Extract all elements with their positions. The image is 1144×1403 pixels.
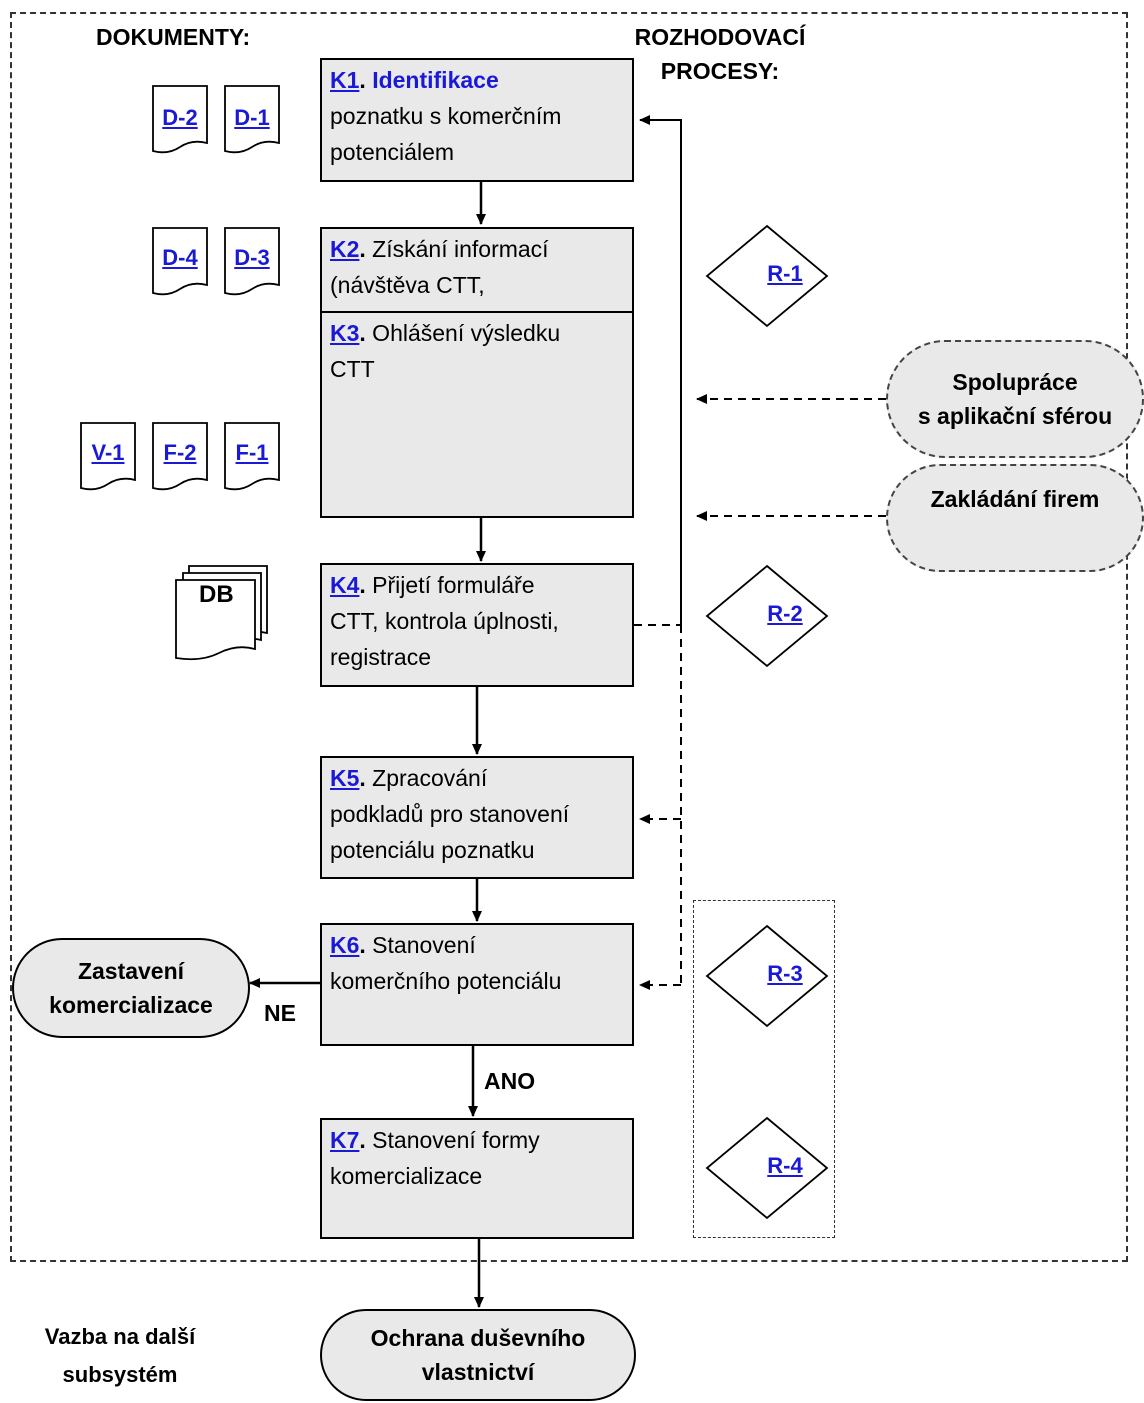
decisions-header-line2: PROCESY: (660, 58, 780, 84)
step-k7-link[interactable]: K7 (330, 1127, 360, 1153)
subsystem-link-line2: subsystém (62, 1362, 178, 1387)
subsystem-link-line1: Vazba na další (44, 1324, 196, 1349)
ip-line1: Ochrana duševního (370, 1325, 586, 1351)
stop-commercialization-node: Zastavení komercializace (12, 938, 250, 1038)
document-d2-link[interactable]: D-2 (162, 105, 198, 130)
step-k2-sep: . (359, 236, 366, 262)
step-k5: K5. Zpracování podkladů pro stanovení po… (320, 756, 634, 879)
decision-r4-link[interactable]: R-4 (767, 1153, 803, 1178)
step-k3-sep: . (359, 320, 366, 346)
step-k1-sep: . (359, 67, 366, 93)
decision-r1-link[interactable]: R-1 (767, 261, 803, 286)
step-k4-line1: CTT, kontrola úplnosti, (330, 608, 559, 634)
step-k7-line1: komercializace (330, 1163, 483, 1189)
step-k6-link[interactable]: K6 (330, 932, 360, 958)
database-label: DB (199, 581, 234, 608)
decisions-header-line1: ROZHODOVACÍ (634, 24, 806, 50)
step-k1-line2: potenciálem (330, 139, 455, 165)
decision-r4: R-4 (705, 1116, 829, 1220)
step-k5-line1: podkladů pro stanovení (330, 801, 570, 827)
startups-node: Zakládání firem (886, 464, 1144, 572)
decision-r1: R-1 (705, 224, 829, 328)
step-k2-link[interactable]: K2 (330, 236, 360, 262)
ip-line2: vlastnictví (421, 1359, 535, 1385)
cooperation-node: Spolupráce s aplikační sférou (886, 340, 1144, 458)
decision-r2: R-2 (705, 564, 829, 668)
branch-yes-label: ANO (484, 1068, 536, 1094)
database-icon: DB (175, 565, 275, 665)
document-d4-link[interactable]: D-4 (162, 245, 198, 270)
step-k4-link[interactable]: K4 (330, 572, 360, 598)
step-k7: K7. Stanovení formy komercializace (320, 1118, 634, 1239)
step-k6-sep: . (359, 932, 366, 958)
document-d4: D-4 (152, 227, 208, 299)
step-k4-sep: . (359, 572, 366, 598)
subsystem-link-label: Vazba na další subsystém (20, 1318, 220, 1394)
ip-protection-node: Ochrana duševního vlastnictví (320, 1309, 636, 1401)
step-k6-line1: komerčního potenciálu (330, 968, 562, 994)
step-k3-link[interactable]: K3 (330, 320, 360, 346)
document-d3: D-3 (224, 227, 280, 299)
step-k1-line1: poznatku s komerčním (330, 103, 562, 129)
step-k3: K3. Ohlášení výsledku CTT (320, 311, 634, 518)
decision-r3: R-3 (705, 924, 829, 1028)
documents-header: DOKUMENTY: (96, 24, 251, 50)
document-f2-link[interactable]: F-2 (163, 440, 197, 465)
step-k5-link[interactable]: K5 (330, 765, 360, 791)
step-k7-sep: . (359, 1127, 366, 1153)
decision-r3-link[interactable]: R-3 (767, 961, 803, 986)
branch-no-label: NE (264, 1000, 296, 1026)
startups-label: Zakládání firem (930, 486, 1100, 512)
decision-group-frame (693, 900, 835, 1238)
step-k3-line1: CTT (330, 356, 375, 382)
step-k4: K4. Přijetí formuláře CTT, kontrola úpln… (320, 563, 634, 687)
step-k2-line1: (návštěva CTT, (330, 272, 485, 298)
document-v1: V-1 (80, 422, 136, 494)
step-k5-sep: . (359, 765, 366, 791)
step-k5-line2: potenciálu poznatku (330, 837, 535, 863)
document-f2: F-2 (152, 422, 208, 494)
document-f1: F-1 (224, 422, 280, 494)
decisions-header: ROZHODOVACÍ PROCESY: (600, 20, 840, 88)
process-frame (10, 12, 1128, 1262)
step-k1: K1. Identifikace poznatku s komerčním po… (320, 58, 634, 182)
stop-line2: komercializace (49, 992, 213, 1018)
cooperation-line1: Spolupráce (952, 369, 1078, 395)
step-k5-line0: Zpracování (365, 765, 488, 791)
document-d1-link[interactable]: D-1 (234, 105, 270, 130)
stop-line1: Zastavení (77, 958, 185, 984)
document-f1-link[interactable]: F-1 (235, 440, 269, 465)
step-k6-line0: Stanovení (365, 932, 476, 958)
step-k4-line0: Přijetí formuláře (365, 572, 535, 598)
step-k1-link[interactable]: K1 (330, 67, 360, 93)
cooperation-line2: s aplikační sférou (917, 403, 1113, 429)
document-d1: D-1 (224, 85, 280, 157)
document-v1-link[interactable]: V-1 (91, 440, 125, 465)
step-k4-line2: registrace (330, 644, 431, 670)
step-k2-line0: Získání informací (365, 236, 549, 262)
step-k3-line0: Ohlášení výsledku (365, 320, 561, 346)
document-d2: D-2 (152, 85, 208, 157)
step-k1-title: Identifikace (372, 67, 499, 93)
document-d3-link[interactable]: D-3 (234, 245, 270, 270)
step-k6: K6. Stanovení komerčního potenciálu (320, 923, 634, 1046)
step-k7-line0: Stanovení formy (365, 1127, 540, 1153)
decision-r2-link[interactable]: R-2 (767, 601, 803, 626)
